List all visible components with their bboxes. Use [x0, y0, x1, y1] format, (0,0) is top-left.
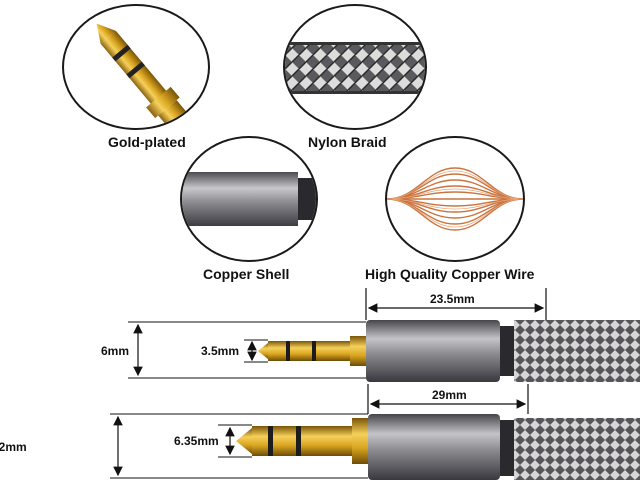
small-shell-length-label: 23.5mm — [430, 292, 475, 306]
feature-label-nylon-braid: Nylon Braid — [308, 134, 387, 150]
nylon-braid-feature-circle — [283, 4, 427, 130]
large-plug-cable — [514, 418, 640, 480]
small-plug-tip — [258, 336, 366, 366]
feature-label-gold-plated: Gold-plated — [108, 134, 186, 150]
small-plug-diameter-label: 3.5mm — [201, 344, 240, 358]
large-shell-length-label: 29mm — [432, 388, 467, 402]
copper-shell-icon — [182, 172, 316, 226]
small-plug-ring — [500, 326, 514, 376]
copper-shell-feature-circle — [180, 136, 318, 262]
large-body-diameter-label: 12mm — [0, 440, 27, 454]
copper-wire-icon — [387, 167, 523, 231]
gold-plated-jack-icon — [96, 23, 191, 128]
small-plug-shell — [366, 320, 500, 382]
large-plug-diameter-label: 6.35mm — [174, 434, 219, 448]
small-body-diameter-label: 6mm — [101, 344, 130, 358]
small-plug-cable — [514, 320, 640, 382]
large-plug-tip — [236, 418, 368, 464]
gold-plated-feature-circle — [62, 4, 210, 130]
feature-label-copper-shell: Copper Shell — [203, 266, 290, 282]
feature-label-copper-wire: High Quality Copper Wire — [365, 266, 535, 282]
nylon-braid-icon — [285, 42, 425, 94]
large-plug-shell — [368, 414, 500, 480]
copper-wire-feature-circle — [385, 136, 525, 262]
large-plug-ring — [500, 420, 514, 476]
